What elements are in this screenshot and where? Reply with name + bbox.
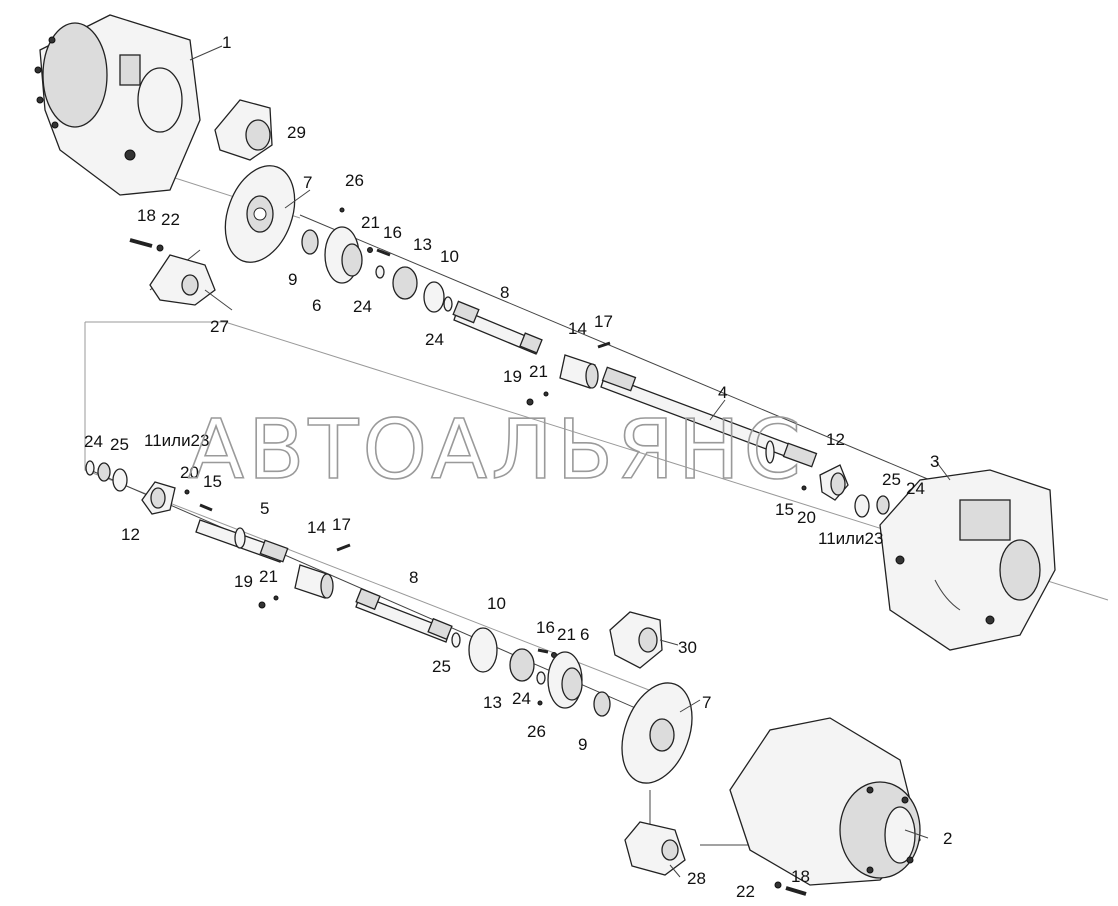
- callout-3: 3: [930, 452, 939, 471]
- callout-24: 24: [425, 330, 444, 349]
- callout-10: 10: [487, 594, 506, 613]
- callout-5: 5: [260, 499, 269, 518]
- callout-24: 24: [84, 432, 103, 451]
- callout-12: 12: [826, 430, 845, 449]
- callout-13: 13: [483, 693, 502, 712]
- shaft-part-8-upper: [452, 300, 543, 355]
- callout-6: 6: [312, 296, 321, 315]
- callout-21: 21: [529, 362, 548, 381]
- callout-4: 4: [718, 383, 727, 402]
- watermark-text: АВТОАЛЬЯНС: [188, 403, 805, 498]
- central-reducer-part-3: [879, 469, 1056, 651]
- shaft-part-8-lower: [355, 587, 461, 648]
- callout-24: 24: [512, 689, 531, 708]
- callout-6: 6: [580, 625, 589, 644]
- callout-9: 9: [288, 270, 297, 289]
- callout-11-or-23: 11или23: [818, 529, 883, 548]
- callout-24: 24: [353, 297, 372, 316]
- callout-20: 20: [180, 463, 199, 482]
- callout-25: 25: [432, 657, 451, 676]
- upper-axle-parts: [301, 207, 453, 313]
- callout-28: 28: [687, 869, 706, 888]
- callout-21: 21: [361, 213, 380, 232]
- callout-26: 26: [527, 722, 546, 741]
- callout-18: 18: [137, 206, 156, 225]
- callout-14: 14: [307, 518, 326, 537]
- callout-25: 25: [110, 435, 129, 454]
- callout-16: 16: [536, 618, 555, 637]
- callout-15: 15: [203, 472, 222, 491]
- callout-14: 14: [568, 319, 587, 338]
- coupling-part-14-lower: [258, 543, 351, 609]
- callout-13: 13: [413, 235, 432, 254]
- callout-19: 19: [503, 367, 522, 386]
- hub-reducer-part-2: [729, 717, 921, 886]
- callout-12: 12: [121, 525, 140, 544]
- callout-7: 7: [702, 693, 711, 712]
- bolt-lower-right: [774, 881, 807, 896]
- shaft-part-5: [195, 519, 289, 563]
- callout-22: 22: [736, 882, 755, 901]
- callout-19: 19: [234, 572, 253, 591]
- callout-30: 30: [678, 638, 697, 657]
- callout-17: 17: [594, 312, 613, 331]
- callout-21: 21: [259, 567, 278, 586]
- callout-21: 21: [557, 625, 576, 644]
- bolt-upper-left: [129, 238, 164, 252]
- callout-22: 22: [161, 210, 180, 229]
- coupling-part-14-upper: [526, 341, 611, 406]
- callout-20: 20: [797, 508, 816, 527]
- callout-26: 26: [345, 171, 364, 190]
- callout-16: 16: [383, 223, 402, 242]
- callout-25: 25: [882, 470, 901, 489]
- hub-reducer-part-1: [34, 14, 201, 196]
- callout-18: 18: [791, 867, 810, 886]
- callout-15: 15: [775, 500, 794, 519]
- callout-27: 27: [210, 317, 229, 336]
- callout-labels: 1 29 7 26 18 22 21 16 13 10 9 6 24 8 27 …: [84, 33, 952, 901]
- callout-8: 8: [409, 568, 418, 587]
- brake-disc-upper: [224, 165, 296, 263]
- flange-part-12-left: [141, 481, 213, 515]
- callout-11-or-23: 11или23: [144, 431, 209, 450]
- lower-axle-parts: [468, 627, 611, 717]
- shaft-part-4: [600, 366, 818, 468]
- leader-lines: [189, 45, 951, 878]
- left-ring-parts: [85, 460, 128, 492]
- callout-2: 2: [943, 829, 952, 848]
- callout-10: 10: [440, 247, 459, 266]
- brake-caliper-part-27: [149, 254, 216, 306]
- brake-caliper-part-30: [609, 611, 663, 669]
- callout-24: 24: [906, 479, 925, 498]
- brake-caliper-part-28: [624, 821, 686, 876]
- callout-1: 1: [222, 33, 231, 52]
- callout-9: 9: [578, 735, 587, 754]
- callout-29: 29: [287, 123, 306, 142]
- brake-caliper-part-29: [214, 99, 273, 161]
- callout-8: 8: [500, 283, 509, 302]
- callout-7: 7: [303, 173, 312, 192]
- callout-17: 17: [332, 515, 351, 534]
- brake-disc-lower: [621, 682, 693, 784]
